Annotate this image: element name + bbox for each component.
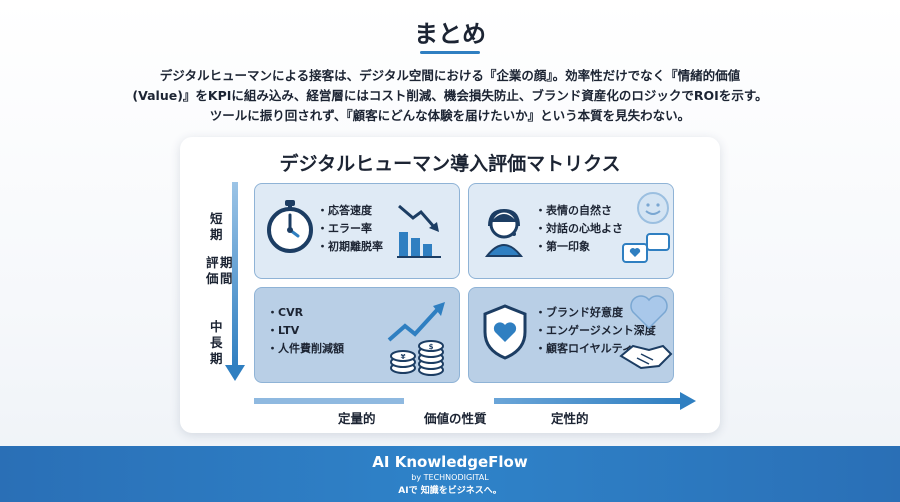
list-item: エラー率 [317, 220, 383, 238]
handshake-heart-icon [619, 295, 673, 370]
stopwatch-icon [267, 200, 313, 253]
list-item: 表情の自然さ [535, 202, 623, 220]
x-axis-right-label: 定性的 [551, 411, 589, 426]
list-item: 対話の心地よさ [535, 220, 623, 238]
brand-byline: by TECHNODIGITAL [411, 473, 489, 482]
vertical-axis-arrow [225, 182, 245, 387]
quadrant-items: 表情の自然さ 対話の心地よさ 第一印象 [535, 202, 623, 256]
declining-bar-chart-icon [397, 204, 441, 258]
intro-line: (Value)』をKPIに組み込み、経営層にはコスト削減、機会損失防止、ブランド… [132, 88, 768, 103]
matrix-title: デジタルヒューマン導入評価マトリクス [279, 153, 621, 175]
avatar-headset-icon [484, 208, 524, 257]
list-item: エンゲージメント深度 [535, 322, 656, 340]
quadrant-short-term-qualitative: 表情の自然さ 対話の心地よさ 第一印象 [468, 183, 674, 279]
intro-line: ツールに振り回されず、『顧客にどんな体験を届けたいか』という本質を見失わない。 [209, 108, 691, 123]
list-item: 人件費削減額 [267, 340, 344, 358]
quadrant-short-term-quantitative: 応答速度 エラー率 初期離脱率 [254, 183, 460, 279]
quadrant-long-term-quantitative: CVR LTV 人件費削減額 ¥ $ [254, 287, 460, 383]
x-axis-left-label: 定量的 [338, 411, 376, 426]
quadrant-long-term-qualitative: ブランド好意度 エンゲージメント深度 顧客ロイヤルティ [468, 287, 674, 383]
list-item: LTV [267, 322, 344, 340]
quadrant-items: CVR LTV 人件費削減額 [267, 304, 344, 358]
brand-name: AI KnowledgeFlow [372, 453, 528, 471]
heart-shield-icon [483, 304, 527, 360]
list-item: 第一印象 [535, 238, 623, 256]
y-axis-bottom-label: 中長期 [210, 319, 223, 366]
list-item: CVR [267, 304, 344, 322]
list-item: 初期離脱率 [317, 238, 383, 256]
y-axis-top-label: 短期 [210, 211, 223, 242]
y-axis-title: 評価期間 [206, 255, 233, 286]
svg-text:$: $ [429, 343, 434, 351]
page-title: まとめ [414, 20, 486, 48]
title-underline [420, 51, 480, 54]
growth-coins-icon: ¥ $ [387, 302, 445, 376]
smile-chat-icon [622, 192, 670, 263]
quadrant-items: ブランド好意度 エンゲージメント深度 顧客ロイヤルティ [535, 304, 656, 358]
quadrant-items: 応答速度 エラー率 初期離脱率 [317, 202, 383, 256]
brand-tagline: AIで 知識をビジネスへ。 [398, 486, 502, 496]
list-item: ブランド好意度 [535, 304, 656, 322]
x-axis-title: 価値の性質 [424, 411, 487, 426]
horizontal-axis-arrow [254, 392, 700, 412]
intro-paragraph: デジタルヒューマンによる接客は、デジタル空間における『企業の顔』。効率性だけでな… [60, 66, 840, 126]
svg-text:¥: ¥ [401, 353, 406, 361]
list-item: 応答速度 [317, 202, 383, 220]
footer-banner: AI KnowledgeFlow by TECHNODIGITAL AIで 知識… [0, 446, 900, 502]
intro-line: デジタルヒューマンによる接客は、デジタル空間における『企業の顔』。効率性だけでな… [159, 68, 741, 83]
list-item: 顧客ロイヤルティ [535, 340, 656, 358]
